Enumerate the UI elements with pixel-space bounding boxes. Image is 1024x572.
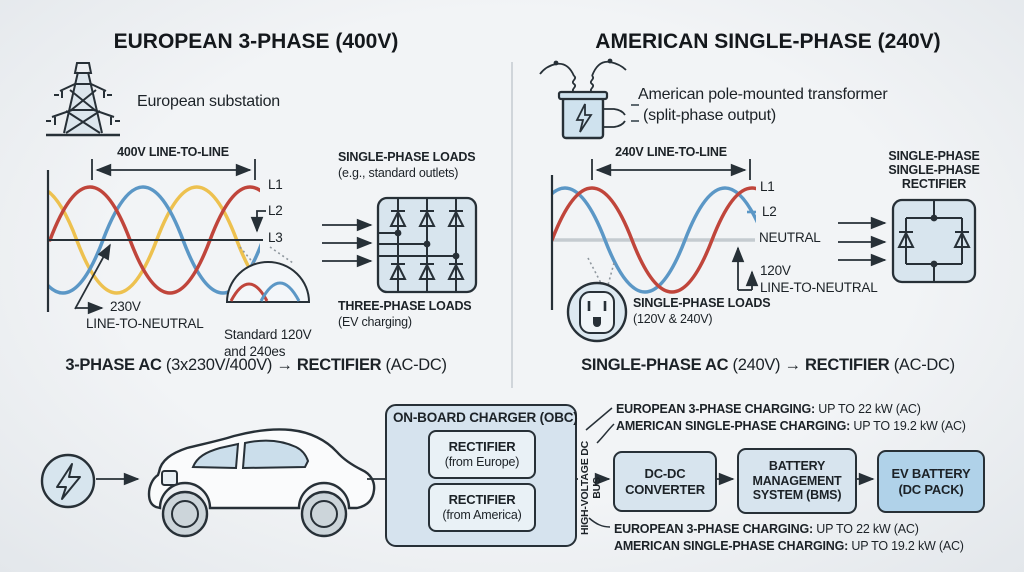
battery-line-1: EV BATTERY (891, 466, 971, 482)
us-summary: SINGLE-PHASE AC (240V) → RECTIFIER (AC-D… (512, 355, 1024, 376)
grid-power-icon (40, 453, 96, 509)
us-neutral-label: NEUTRAL (759, 230, 821, 245)
eu-single-phase-loads-title: SINGLE-PHASE LOADS (338, 150, 476, 164)
us-ltn-label: LINE-TO-NEUTRAL (760, 280, 878, 295)
us-summary-arrow: → (784, 356, 802, 374)
us-rectifier-label-2: SINGLE-PHASE (888, 163, 980, 177)
eu-measure-bar (91, 159, 256, 180)
eu-wave-l1 (48, 185, 260, 295)
eu-inset-caption-2: and 240es (224, 344, 286, 359)
charging-caption-bottom-2: AMERICAN SINGLE-PHASE CHARGING: UP TO 19… (614, 538, 964, 555)
eu-three-phase-loads-sub: (EV charging) (338, 315, 412, 329)
eu-waveform (46, 159, 373, 315)
us-l1-label: L1 (760, 179, 775, 194)
charging-caption-top-1: EUROPEAN 3-PHASE CHARGING: UP TO 22 kW (… (616, 401, 921, 418)
eu-l2-label: L2 (268, 203, 283, 218)
us-outlet-callout-dots (587, 257, 615, 286)
bms-line-1: BATTERY (768, 458, 826, 473)
eu-wave-l2 (47, 185, 260, 295)
charging-top-2-value: UP TO 19.2 kW (AC) (850, 419, 966, 433)
bms-box: BATTERY MANAGEMENT SYSTEM (BMS) (737, 448, 857, 514)
eu-summary-arrow: → (276, 356, 293, 374)
us-source-label-2: (split-phase output) (643, 107, 776, 124)
eu-source-label: European substation (137, 93, 280, 110)
eu-measure-label: 400V LINE-TO-LINE (117, 145, 229, 159)
charging-bottom-2-label: AMERICAN SINGLE-PHASE CHARGING: (614, 539, 849, 553)
eu-summary-reg-2: (AC-DC) (381, 356, 447, 374)
us-measure-bar (591, 159, 751, 180)
dcdc-line-2: CONVERTER (625, 481, 705, 497)
eu-ltn-value: 230V (110, 299, 141, 314)
eu-l1-label: L1 (268, 177, 283, 192)
us-summary-reg-2: (AC-DC) (889, 356, 955, 374)
eu-rectifier-input-arrows (322, 218, 373, 268)
outlet-icon (566, 281, 628, 343)
us-ltn-value: 120V (760, 263, 791, 278)
rectifier-europe-title: RECTIFIER (448, 439, 516, 455)
us-summary-reg-1: (240V) (728, 356, 785, 374)
charging-top-1-label: EUROPEAN 3-PHASE CHARGING: (616, 402, 815, 416)
charging-caption-top-2: AMERICAN SINGLE-PHASE CHARGING: UP TO 19… (616, 418, 966, 435)
single-phase-rectifier-diagram (891, 198, 977, 284)
dcdc-line-1: DC-DC (644, 466, 686, 482)
battery-line-2: (DC PACK) (898, 481, 964, 497)
us-measure-label: 240V LINE-TO-LINE (615, 145, 727, 159)
charging-caption-bottom-1: EUROPEAN 3-PHASE CHARGING: UP TO 22 kW (… (614, 521, 919, 538)
rectifier-europe-sub: (from Europe) (444, 454, 520, 469)
charging-bottom-1-value: UP TO 22 kW (AC) (813, 522, 919, 536)
eu-three-phase-loads-title: THREE-PHASE LOADS (338, 299, 472, 313)
transmission-tower-icon (46, 62, 120, 137)
us-wave-l2 (551, 186, 756, 294)
us-120v-pointer (731, 246, 759, 291)
hv-dc-bus-label: HIGH-VOLTAGE DC BUS (579, 440, 603, 536)
us-panel-title: AMERICAN SINGLE-PHASE (240V) (595, 30, 941, 53)
charging-bottom-2-value: UP TO 19.2 kW (AC) (848, 539, 964, 553)
rectifier-america-sub: (from America) (442, 507, 522, 522)
us-l2-label: L2 (762, 204, 777, 219)
eu-inset-dome (225, 246, 311, 303)
ev-battery-box: EV BATTERY (DC PACK) (877, 450, 985, 513)
eu-summary: 3-PHASE AC (3x230V/400V) → RECTIFIER (AC… (0, 355, 512, 376)
rectifier-america-title: RECTIFIER (448, 492, 516, 508)
eu-summary-reg-1: (3x230V/400V) (161, 356, 277, 374)
us-summary-bold-2: RECTIFIER (800, 356, 890, 374)
charge-port-icon (161, 470, 178, 486)
bms-line-2: MANAGEMENT (752, 473, 842, 488)
obc-title: ON-BOARD CHARGER (OBC) (393, 410, 578, 425)
ev-car-icon (147, 428, 376, 538)
us-single-phase-loads-sub: (120V & 240V) (633, 312, 713, 326)
rectifier-europe-box: RECTIFIER (from Europe) (428, 430, 536, 479)
eu-l3-label: L3 (268, 230, 283, 245)
us-single-phase-loads-title: SINGLE-PHASE LOADS (633, 296, 771, 310)
three-phase-rectifier-diagram (376, 196, 478, 294)
eu-230v-pointer (74, 243, 111, 315)
eu-inset-caption-1: Standard 120V (224, 327, 312, 342)
charging-bottom-1-label: EUROPEAN 3-PHASE CHARGING: (614, 522, 813, 536)
bms-line-3: SYSTEM (BMS) (752, 488, 842, 503)
charging-top-1-value: UP TO 22 kW (AC) (815, 402, 921, 416)
us-rectifier-input-arrows (838, 216, 887, 267)
us-wave-l1 (551, 186, 756, 294)
eu-summary-bold-1: 3-PHASE AC (65, 356, 162, 374)
eu-panel-title: EUROPEAN 3-PHASE (400V) (113, 30, 399, 53)
eu-l2-pointer (250, 210, 266, 233)
rectifier-america-box: RECTIFIER (from America) (428, 483, 536, 532)
us-rectifier-label-1: SINGLE-PHASE (888, 149, 980, 163)
charging-top-2-label: AMERICAN SINGLE-PHASE CHARGING: (616, 419, 851, 433)
eu-single-phase-loads-sub: (e.g., standard outlets) (338, 166, 459, 180)
us-rectifier-label-3: RECTIFIER (901, 177, 967, 191)
dcdc-converter-box: DC-DC CONVERTER (613, 451, 717, 512)
eu-ltn-label: LINE-TO-NEUTRAL (86, 316, 204, 331)
pole-transformer-icon (539, 58, 639, 140)
us-summary-bold-1: SINGLE-PHASE AC (581, 356, 729, 374)
us-source-label-1: American pole-mounted transformer (638, 86, 888, 103)
eu-summary-bold-2: RECTIFIER (292, 356, 382, 374)
